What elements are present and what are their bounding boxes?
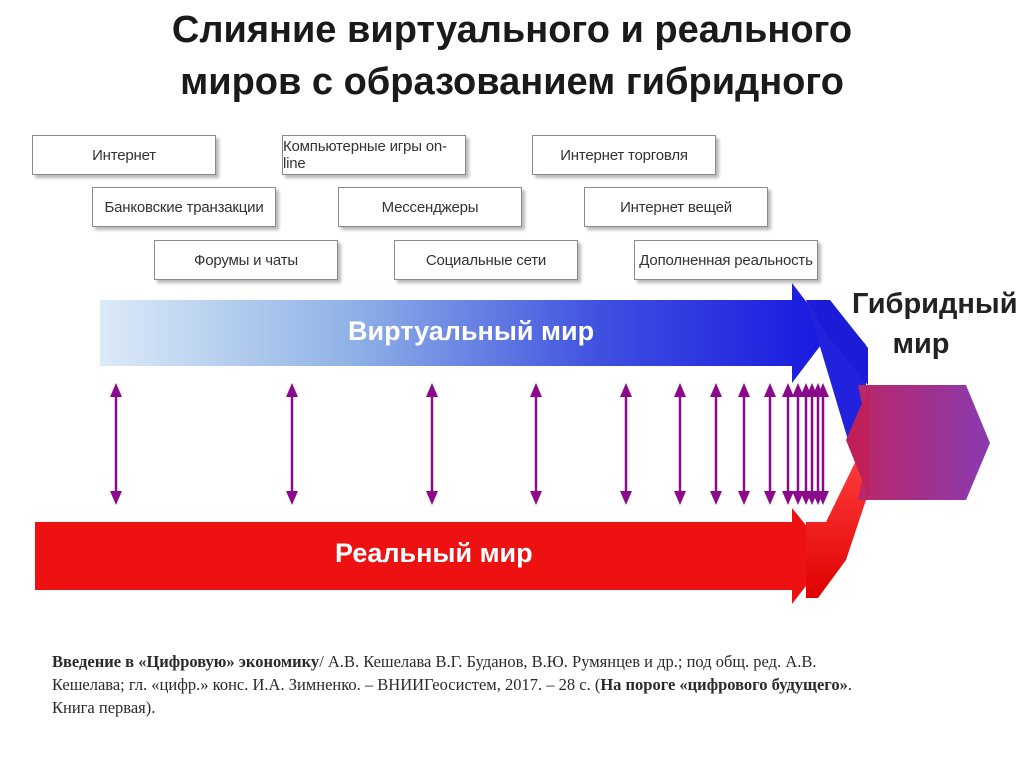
box-social: Социальные сети [394,240,578,280]
box-games: Компьютерные игры on-line [282,135,466,175]
hybrid-label-line-1: Гибридный [852,288,1018,320]
box-ar-label: Дополненная реальность [639,251,813,269]
connector-arrow [286,383,298,505]
virtual-world-label: Виртуальный мир [348,316,595,346]
connector-arrow [738,383,750,505]
slide-title: Слияние виртуального и реального миров с… [0,4,1024,124]
box-social-label: Социальные сети [425,251,547,269]
box-internet-label: Интернет [92,146,156,164]
title-clip [0,112,1024,126]
connector-arrows [110,383,829,505]
reference-series-title: На пороге «цифрового будущего» [600,675,848,694]
connector-arrow [800,383,812,505]
real-world-arrow [35,508,830,604]
hybrid-world-label: Гибридный мир [852,284,1018,364]
reference-end: . Книга первая). [52,675,853,717]
connector-arrow [817,383,829,505]
title-line-2: миров с образованием гибридного [180,61,844,103]
connector-arrow [710,383,722,505]
connector-arrow [764,383,776,505]
box-ar: Дополненная реальность [634,240,818,280]
box-internet: Интернет [32,135,216,175]
box-iot-label: Интернет вещей [620,198,732,216]
box-messengers: Мессенджеры [338,187,522,227]
hybrid-merge [846,385,870,500]
connector-arrow [792,383,804,505]
virtual-world-arrow [100,283,830,383]
box-forums: Форумы и чаты [154,240,338,280]
real-to-hybrid [806,440,866,598]
hybrid-label-line-2: мир [892,328,950,360]
box-trade: Интернет торговля [532,135,716,175]
title-line-1: Слияние виртуального и реального [171,9,853,51]
box-messengers-label: Мессенджеры [381,198,479,216]
connector-arrow [426,383,438,505]
box-banking-label: Банковские транзакции [104,198,264,216]
hybrid-world-arrow [858,385,990,500]
reference-details: / А.В. Кешелава В.Г. Буданов, В.Ю. Румян… [52,652,817,694]
box-trade-label: Интернет торговля [560,146,688,164]
virtual-tip-shade [808,300,868,385]
connector-arrow [110,383,122,505]
connector-arrow [530,383,542,505]
reference-book-title: Введение в «Цифровую» экономику [52,652,320,671]
bibliographic-reference: Введение в «Цифровую» экономику/ А.В. Ке… [52,650,892,719]
connector-arrow [806,383,818,505]
box-forums-label: Форумы и чаты [194,251,298,269]
real-world-label: Реальный мир [335,538,533,568]
box-iot: Интернет вещей [584,187,768,227]
box-banking: Банковские транзакции [92,187,276,227]
box-games-label: Компьютерные игры on-line [283,138,447,172]
connector-arrow [620,383,632,505]
connector-arrow [674,383,686,505]
connector-arrow [782,383,794,505]
